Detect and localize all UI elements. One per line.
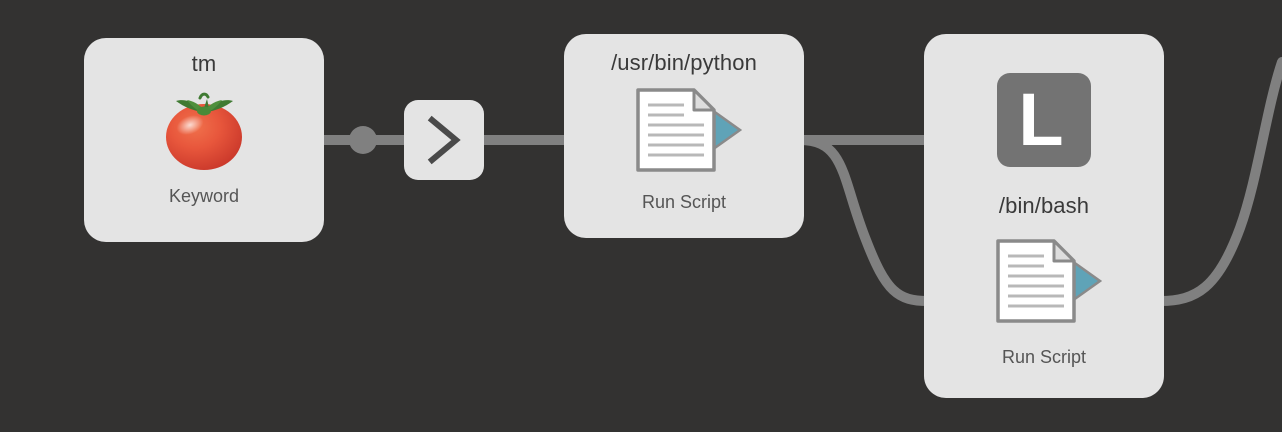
l-badge-letter: L (1018, 78, 1064, 161)
node-caption: Keyword (168, 186, 240, 206)
node-title: /usr/bin/python (611, 50, 757, 75)
chevron-right-icon[interactable] (404, 100, 484, 180)
connector-bash-out-curve (1155, 57, 1282, 306)
node-title: /bin/bash (998, 193, 1090, 218)
run-script-icon (626, 84, 743, 181)
l-badge-icon: L (997, 73, 1091, 167)
node-caption: Run Script (1001, 347, 1087, 367)
tomato-icon (156, 81, 252, 177)
node-bash[interactable]: L /bin/bash Run Script (924, 34, 1164, 398)
chevron-glyph (427, 115, 461, 165)
run-script-icon (986, 235, 1103, 332)
node-keyword[interactable]: tm (84, 38, 324, 242)
node-python[interactable]: /usr/bin/python Run Script (564, 34, 804, 238)
node-title: tm (191, 51, 217, 76)
connector-python-to-bash-curve (795, 135, 933, 306)
connector-dot[interactable] (349, 126, 377, 154)
node-caption: Run Script (641, 192, 727, 212)
